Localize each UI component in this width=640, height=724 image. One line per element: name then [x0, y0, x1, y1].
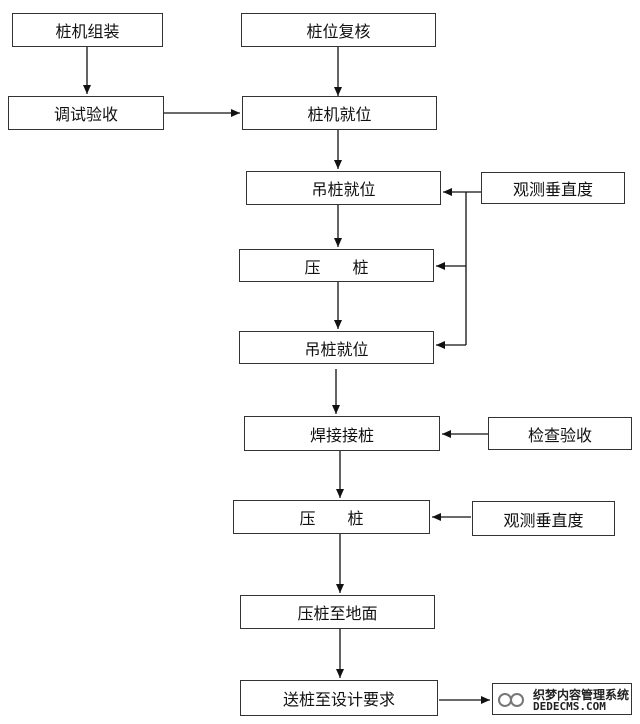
node-pile-position-recheck: 桩位复核	[241, 13, 436, 47]
node-observe-verticality-1: 观测垂直度	[481, 172, 625, 204]
node-press-pile-2: 压 桩	[233, 500, 430, 534]
watermark-box: 织梦内容管理系统 DEDECMS.COM	[492, 683, 632, 715]
node-send-pile-to-design: 送桩至设计要求	[240, 680, 438, 716]
watermark-line1: 织梦内容管理系统	[533, 688, 630, 702]
node-inspect-acceptance: 检查验收	[488, 417, 632, 450]
node-debug-acceptance: 调试验收	[8, 96, 164, 130]
node-lift-pile-in-place-2: 吊桩就位	[239, 331, 434, 364]
watermark-line2: DEDECMS.COM	[533, 700, 606, 713]
watermark-logo	[498, 693, 524, 707]
node-press-pile-1: 压 桩	[239, 249, 434, 282]
node-weld-pile: 焊接接桩	[244, 416, 440, 451]
node-pile-machine-in-place: 桩机就位	[242, 96, 437, 130]
node-pile-machine-assembly: 桩机组装	[12, 13, 163, 47]
node-press-pile-to-ground: 压桩至地面	[240, 595, 435, 629]
node-lift-pile-in-place-1: 吊桩就位	[246, 171, 441, 205]
node-observe-verticality-2: 观测垂直度	[472, 501, 615, 536]
